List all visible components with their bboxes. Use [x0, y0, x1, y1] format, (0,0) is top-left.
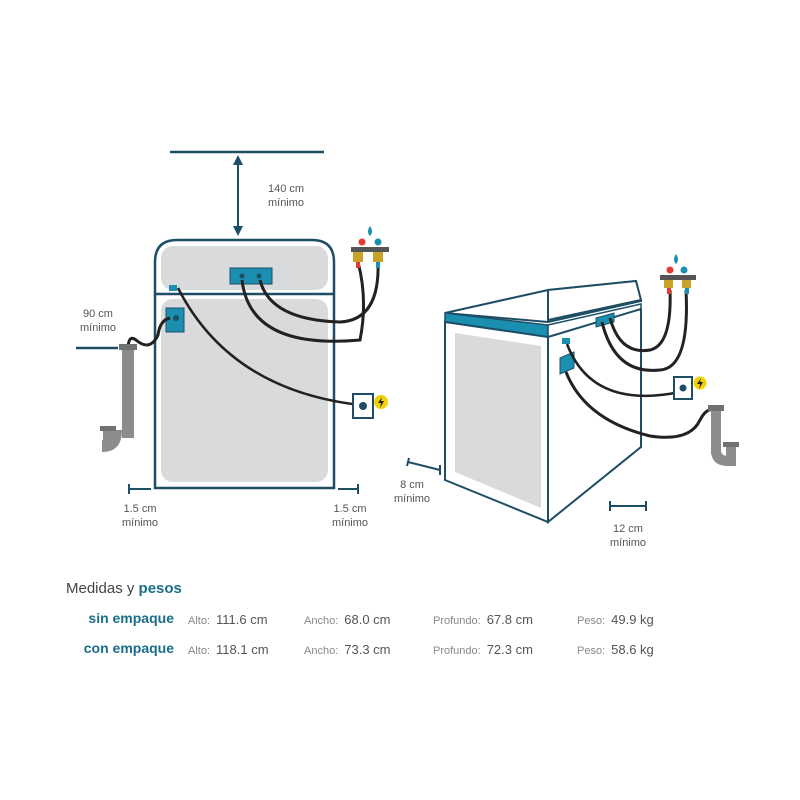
water-tap-icon: [351, 226, 389, 268]
back-dimension: [407, 461, 441, 471]
cold-water-hose-3d: [608, 289, 672, 353]
profundo-cell: Profundo:72.3 cm: [433, 642, 533, 657]
alto-cell: Alto:111.6 cm: [188, 612, 268, 627]
table-title: Medidas y pesos: [66, 580, 182, 597]
row-name: sin empaque: [88, 610, 174, 626]
peso-cell: Peso:49.9 kg: [577, 612, 654, 627]
cold-water-hose: [258, 261, 380, 324]
title-bold: pesos: [138, 580, 182, 597]
hot-water-hose: [240, 261, 366, 343]
table-row: con empaque Alto:118.1 cm Ancho:73.3 cm …: [60, 640, 780, 660]
power-cable-3d: [565, 343, 681, 398]
washer-3d: [444, 279, 643, 525]
table-row: sin empaque Alto:111.6 cm Ancho:68.0 cm …: [60, 610, 780, 630]
power-outlet-icon: [673, 376, 707, 400]
water-tap-icon: [660, 254, 696, 294]
ancho-cell: Ancho:73.3 cm: [304, 642, 391, 657]
power-cable: [176, 287, 361, 407]
alto-cell: Alto:118.1 cm: [188, 642, 269, 657]
drain-hose: [126, 316, 171, 351]
row-name: con empaque: [83, 640, 174, 656]
title-plain: Medidas y: [66, 580, 135, 597]
drain-pipe-icon: [708, 405, 739, 466]
profundo-cell: Profundo:67.8 cm: [433, 612, 533, 627]
drain-pipe-icon: [100, 344, 137, 452]
ancho-cell: Ancho:68.0 cm: [304, 612, 391, 627]
hot-water-hose-3d: [600, 289, 688, 372]
drain-hose-3d: [564, 371, 717, 439]
power-outlet-icon: [352, 393, 388, 419]
peso-cell: Peso:58.6 kg: [577, 642, 654, 657]
